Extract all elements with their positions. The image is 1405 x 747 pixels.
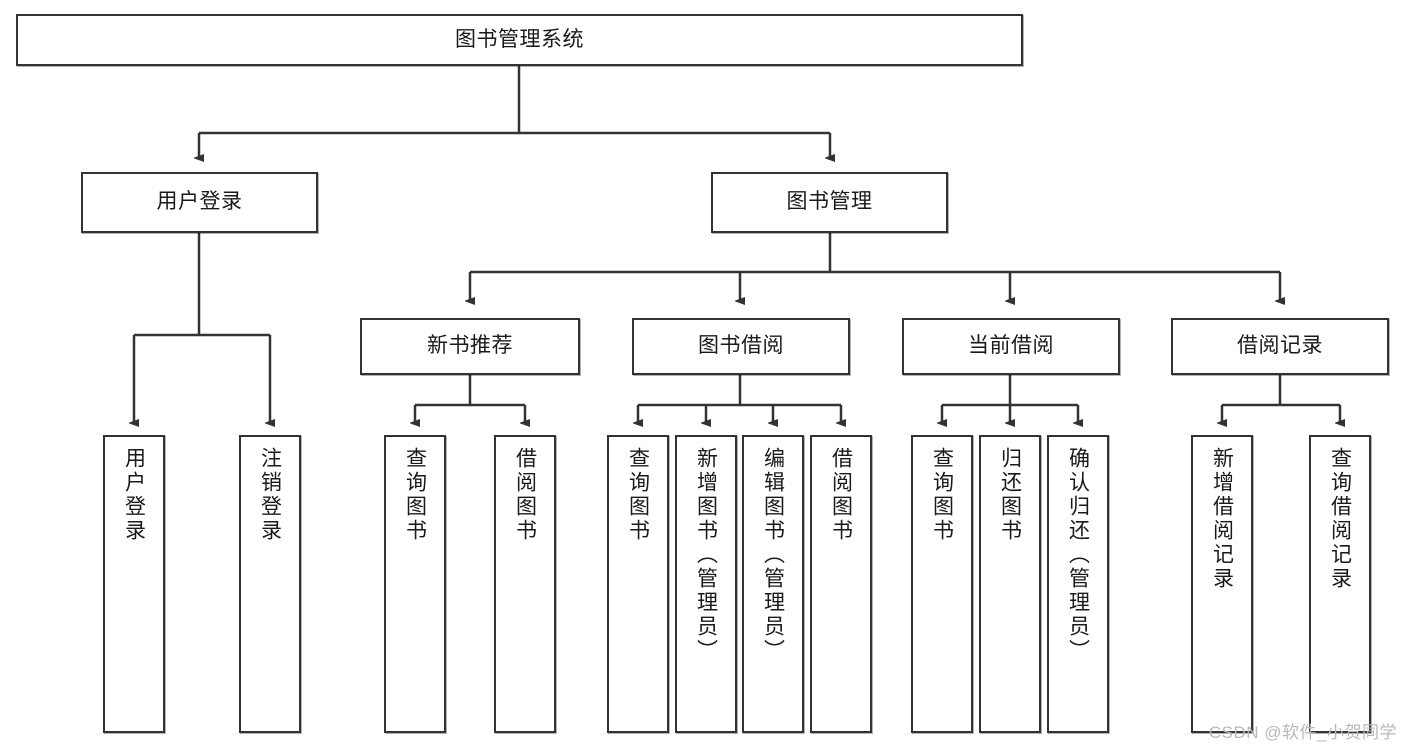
node-leaf-confirm-return[interactable]: 确认归还（管理员） (1047, 435, 1109, 733)
node-leaf-add-book[interactable]: 新增图书（管理员） (675, 435, 737, 733)
node-book-borrow[interactable]: 图书借阅 (632, 318, 850, 375)
node-new-book-recommend-label: 新书推荐 (427, 334, 513, 358)
node-book-manage[interactable]: 图书管理 (711, 172, 948, 233)
node-root-system[interactable]: 图书管理系统 (16, 14, 1023, 66)
node-leaf-borrow-book-2[interactable]: 借阅图书 (810, 435, 872, 733)
node-leaf-user-login-label: 用户登录 (122, 447, 146, 543)
node-leaf-borrow-book-1-label: 借阅图书 (513, 447, 537, 543)
watermark-credit: CSDN @软件_小贺同学 (1208, 723, 1397, 742)
node-current-borrow-label: 当前借阅 (968, 334, 1054, 358)
node-leaf-confirm-return-label: 确认归还（管理员） (1066, 447, 1090, 663)
node-leaf-query-book-2[interactable]: 查询图书 (607, 435, 669, 733)
node-leaf-logout[interactable]: 注销登录 (239, 435, 301, 733)
node-leaf-return-book-label: 归还图书 (998, 447, 1022, 543)
node-leaf-borrow-book-1[interactable]: 借阅图书 (494, 435, 556, 733)
node-root-system-label: 图书管理系统 (455, 27, 584, 51)
node-leaf-query-book-3-label: 查询图书 (930, 447, 954, 543)
node-leaf-query-record[interactable]: 查询借阅记录 (1309, 435, 1371, 733)
node-leaf-user-login[interactable]: 用户登录 (103, 435, 165, 733)
node-book-borrow-label: 图书借阅 (698, 334, 784, 358)
node-leaf-add-record[interactable]: 新增借阅记录 (1191, 435, 1253, 733)
node-leaf-query-book-1-label: 查询图书 (403, 447, 427, 543)
node-leaf-query-record-label: 查询借阅记录 (1328, 447, 1352, 591)
node-leaf-return-book[interactable]: 归还图书 (979, 435, 1041, 733)
node-leaf-query-book-1[interactable]: 查询图书 (384, 435, 446, 733)
node-leaf-query-book-3[interactable]: 查询图书 (911, 435, 973, 733)
node-leaf-edit-book[interactable]: 编辑图书（管理员） (742, 435, 804, 733)
node-new-book-recommend[interactable]: 新书推荐 (360, 318, 580, 375)
node-book-manage-label: 图书管理 (786, 190, 873, 214)
node-leaf-add-record-label: 新增借阅记录 (1210, 447, 1234, 591)
node-leaf-query-book-2-label: 查询图书 (626, 447, 650, 543)
node-user-login-label: 用户登录 (156, 190, 243, 214)
node-leaf-borrow-book-2-label: 借阅图书 (829, 447, 853, 543)
node-borrow-record[interactable]: 借阅记录 (1171, 318, 1389, 375)
node-borrow-record-label: 借阅记录 (1237, 334, 1323, 358)
node-leaf-add-book-label: 新增图书（管理员） (694, 447, 718, 663)
node-user-login[interactable]: 用户登录 (81, 172, 318, 233)
node-leaf-logout-label: 注销登录 (258, 447, 282, 543)
node-leaf-edit-book-label: 编辑图书（管理员） (761, 447, 785, 663)
node-current-borrow[interactable]: 当前借阅 (902, 318, 1120, 375)
